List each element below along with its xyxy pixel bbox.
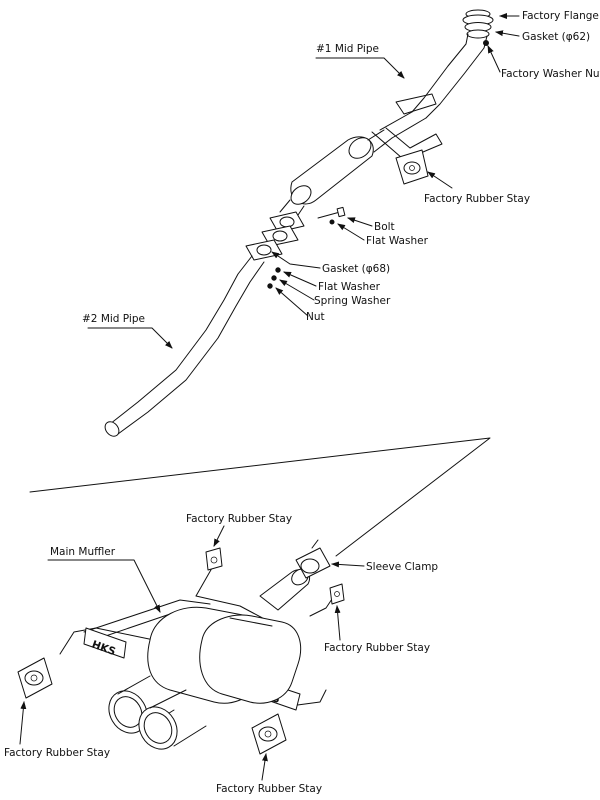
label-main-muffler: Main Muffler	[50, 546, 116, 558]
leader-lines	[19, 13, 520, 781]
label-flat-washer-1: Flat Washer	[366, 235, 429, 247]
label-rubber-stay-top: Factory Rubber Stay	[424, 193, 530, 205]
label-spring-washer: Spring Washer	[314, 295, 391, 307]
mid-pipe-2-drawing	[104, 255, 265, 437]
label-rubber-stay-lower-left: Factory Rubber Stay	[4, 747, 110, 759]
label-gasket-68: Gasket (φ68)	[322, 263, 390, 275]
label-bolt: Bolt	[374, 221, 395, 233]
label-mid-pipe-2: #2 Mid Pipe	[82, 313, 145, 325]
label-nut: Nut	[306, 311, 325, 323]
label-rubber-stay-bottom: Factory Rubber Stay	[216, 783, 322, 795]
label-flat-washer-2: Flat Washer	[318, 281, 381, 293]
label-factory-flange: Factory Flange	[522, 10, 599, 22]
label-rubber-stay-right: Factory Rubber Stay	[324, 642, 430, 654]
label-factory-washer-nut: Factory Washer Nut	[501, 68, 600, 80]
label-rubber-stay-upper-left: Factory Rubber Stay	[186, 513, 292, 525]
label-gasket-62: Gasket (φ62)	[522, 31, 590, 43]
main-muffler-drawing: HKS HKS	[17, 539, 345, 755]
label-sleeve-clamp: Sleeve Clamp	[366, 561, 438, 573]
assembly-connector-line	[29, 437, 491, 557]
label-mid-pipe-1: #1 Mid Pipe	[316, 43, 379, 55]
part-labels: Factory Flange Gasket (φ62) Factory Wash…	[4, 10, 600, 795]
